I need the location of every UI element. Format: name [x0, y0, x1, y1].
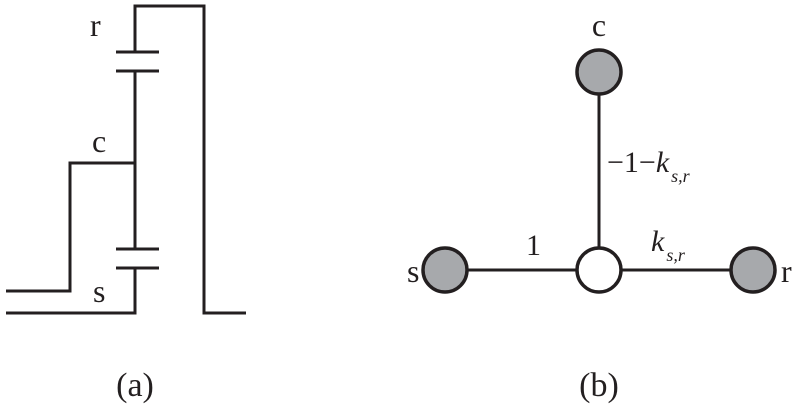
- label-node-carrier: c: [592, 7, 606, 43]
- weight-ring-main: k: [651, 225, 665, 258]
- weight-carrier-main: −1−: [607, 146, 656, 179]
- node-sun: [421, 246, 469, 294]
- carrier-branch: [6, 161, 135, 293]
- caption-b: (b): [579, 367, 619, 404]
- label-sun: s: [93, 273, 105, 309]
- caption-a: (a): [116, 367, 154, 404]
- label-node-sun: s: [407, 253, 419, 289]
- ring-shaft: [133, 4, 246, 315]
- label-ring: r: [90, 7, 101, 43]
- node-carrier: [575, 48, 623, 96]
- weight-sun: 1: [526, 229, 541, 262]
- weight-carrier-k: k: [656, 146, 670, 179]
- panel-a-lever-diagram: r c s (a): [6, 4, 246, 404]
- label-carrier: c: [92, 123, 106, 159]
- node-ring: [729, 246, 777, 294]
- node-center: [575, 246, 623, 294]
- sun-shaft: [6, 268, 137, 315]
- weight-ring-sub: s,r: [666, 245, 686, 265]
- weight-carrier-sub: s,r: [671, 166, 691, 186]
- label-node-ring: r: [781, 253, 792, 289]
